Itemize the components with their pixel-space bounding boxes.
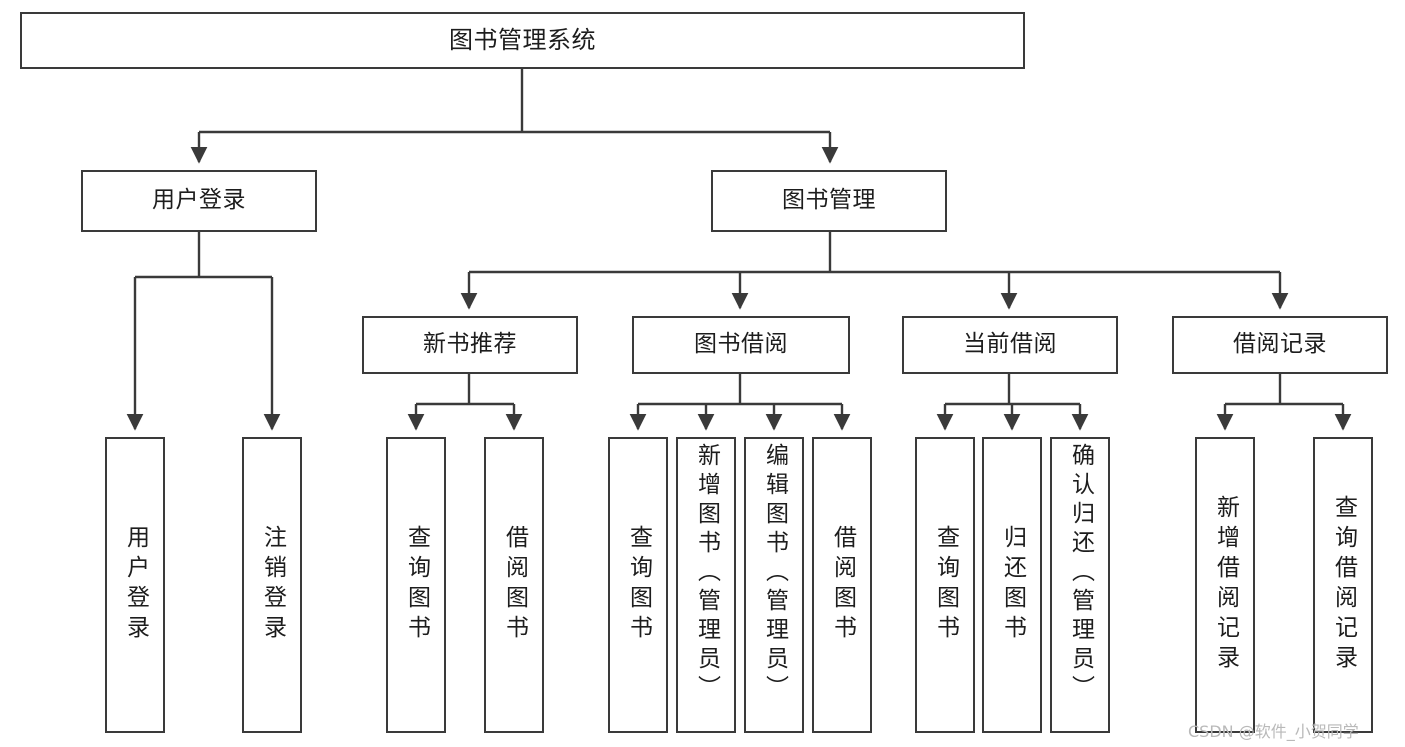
node-label: 图书管理 [782, 187, 876, 214]
node-label: 查询图书 [932, 525, 959, 645]
node-label: 注销登录 [259, 525, 286, 645]
node-current-borrow[interactable]: 当前借阅 [902, 316, 1118, 374]
watermark: CSDN @软件_小贺同学 [1188, 722, 1359, 741]
leaf-node[interactable]: 新增图书（管理员） [676, 437, 736, 733]
node-label: 图书管理系统 [449, 26, 596, 55]
leaf-node[interactable]: 查询图书 [608, 437, 668, 733]
leaf-node[interactable]: 借阅图书 [812, 437, 872, 733]
node-label: 借阅图书 [829, 525, 856, 645]
leaf-node[interactable]: 归还图书 [982, 437, 1042, 733]
node-label: 查询图书 [625, 525, 652, 645]
node-label: 用户登录 [152, 187, 246, 214]
leaf-node[interactable]: 确认归还（管理员） [1050, 437, 1110, 733]
node-new-book-recommend[interactable]: 新书推荐 [362, 316, 578, 374]
node-label: 新增借阅记录 [1212, 495, 1239, 675]
node-label: 借阅图书 [501, 525, 528, 645]
leaf-node[interactable]: 用户登录 [105, 437, 165, 733]
node-label: 查询图书 [403, 525, 430, 645]
leaf-node[interactable]: 查询图书 [386, 437, 446, 733]
node-book-borrow[interactable]: 图书借阅 [632, 316, 850, 374]
node-book-management[interactable]: 图书管理 [711, 170, 947, 232]
leaf-node[interactable]: 查询图书 [915, 437, 975, 733]
node-label: 新书推荐 [423, 331, 517, 358]
node-label: 查询借阅记录 [1330, 495, 1357, 675]
leaf-node[interactable]: 查询借阅记录 [1313, 437, 1373, 733]
node-label: 用户登录 [122, 525, 149, 645]
leaf-node[interactable]: 注销登录 [242, 437, 302, 733]
node-root[interactable]: 图书管理系统 [20, 12, 1025, 69]
node-borrow-record[interactable]: 借阅记录 [1172, 316, 1388, 374]
node-label: 归还图书 [999, 525, 1026, 645]
node-user-login[interactable]: 用户登录 [81, 170, 317, 232]
node-label: 确认归还（管理员） [1067, 443, 1094, 704]
node-label: 借阅记录 [1233, 331, 1327, 358]
leaf-node[interactable]: 新增借阅记录 [1195, 437, 1255, 733]
node-label: 当前借阅 [963, 331, 1057, 358]
node-label: 图书借阅 [694, 331, 788, 358]
leaf-node[interactable]: 编辑图书（管理员） [744, 437, 804, 733]
leaf-node[interactable]: 借阅图书 [484, 437, 544, 733]
node-label: 新增图书（管理员） [693, 443, 720, 704]
node-label: 编辑图书（管理员） [761, 443, 788, 704]
